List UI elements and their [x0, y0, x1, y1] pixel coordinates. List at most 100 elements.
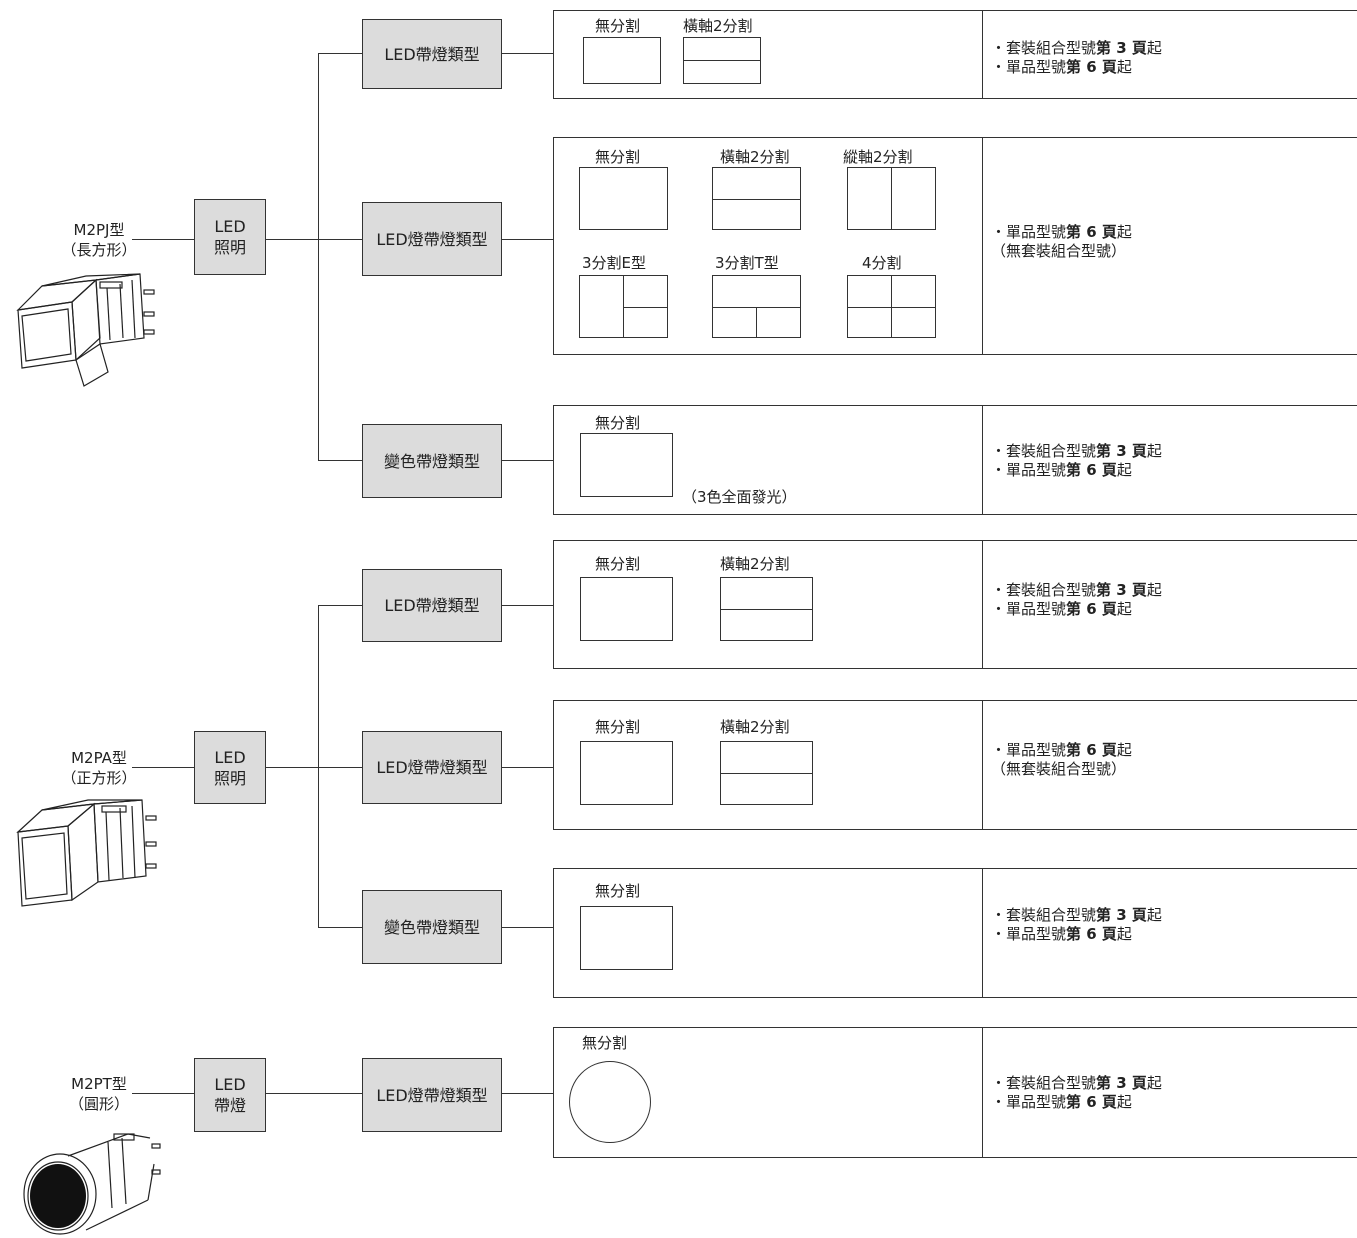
rectangular-pushbutton-switch-icon — [16, 273, 155, 387]
info-text: ・套裝組合型號第 3 頁起 ・單品型號第 6 頁起 — [991, 442, 1162, 480]
switch-shape-3-split-e — [579, 275, 668, 338]
illumination-line1: LED — [214, 747, 246, 767]
switch-caption: 無分割 — [595, 555, 641, 573]
info-line: ・套裝組合型號第 3 頁起 — [991, 442, 1162, 460]
panel-divider — [982, 701, 983, 829]
info-line: ・套裝組合型號第 3 頁起 — [991, 906, 1162, 924]
model-label-m2pt: M2PT型 （圓形） — [44, 1074, 154, 1114]
variant-panel: 無分割 橫軸2分割 縱軸2分割 3分割E型 3分割T型 4分割 ・單品型號第 6… — [553, 137, 1357, 355]
info-line: ・單品型號第 6 頁起 — [991, 925, 1132, 943]
connector-line — [502, 605, 553, 606]
switch-caption: 橫軸2分割 — [683, 17, 753, 35]
type-label: LED燈帶燈類型 — [376, 758, 488, 777]
round-pushbutton-switch-icon — [23, 1133, 161, 1235]
switch-shape-whole — [580, 433, 673, 497]
connector-line — [502, 239, 553, 240]
type-label: LED帶燈類型 — [384, 44, 480, 64]
panel-divider — [982, 869, 983, 997]
info-line: ・套裝組合型號第 3 頁起 — [991, 1074, 1162, 1092]
switch-shape-horizontal-2 — [720, 577, 813, 641]
info-line: （無套裝組合型號） — [991, 242, 1127, 260]
connector-line — [266, 239, 362, 240]
type-label: 變色帶燈類型 — [383, 917, 480, 937]
connector-line — [266, 767, 362, 768]
switch-caption: 無分割 — [595, 882, 641, 900]
info-text: ・套裝組合型號第 3 頁起 ・單品型號第 6 頁起 — [991, 39, 1162, 77]
info-text: ・單品型號第 6 頁起 （無套裝組合型號） — [991, 741, 1132, 779]
connector-line — [502, 460, 553, 461]
switch-caption: 橫軸2分割 — [720, 148, 790, 166]
model-name: M2PJ型 — [73, 221, 125, 239]
connector-line — [318, 53, 362, 54]
switch-shape-3-split-t — [712, 275, 801, 338]
switch-shape-whole — [580, 906, 673, 970]
connector-line — [132, 1093, 194, 1094]
illumination-line1: LED — [214, 1075, 246, 1094]
type-label: 變色帶燈類型 — [383, 451, 480, 471]
info-line: ・單品型號第 6 頁起 — [991, 741, 1132, 759]
switch-caption: 3分割E型 — [582, 254, 647, 272]
variant-panel: 無分割 橫軸2分割 ・單品型號第 6 頁起 （無套裝組合型號） — [553, 700, 1357, 830]
info-line: ・套裝組合型號第 3 頁起 — [991, 39, 1162, 57]
connector-line — [132, 767, 194, 768]
switch-caption: 3分割T型 — [715, 254, 779, 272]
switch-caption: 無分割 — [595, 148, 641, 166]
illumination-box-pt: LED 帶燈 — [194, 1058, 266, 1132]
connector-line — [318, 53, 319, 461]
switch-shape-horizontal-2 — [683, 37, 761, 84]
panel-divider — [982, 1028, 983, 1157]
connector-line — [502, 1093, 553, 1094]
connector-line — [502, 767, 553, 768]
info-text: ・單品型號第 6 頁起 （無套裝組合型號） — [991, 223, 1132, 261]
connector-line — [318, 927, 362, 928]
switch-caption: 無分割 — [595, 414, 641, 432]
switch-caption: 橫軸2分割 — [720, 718, 790, 736]
variant-panel: 無分割 ・套裝組合型號第 3 頁起 ・單品型號第 6 頁起 — [553, 868, 1357, 998]
variant-panel: 無分割 （3色全面發光） ・套裝組合型號第 3 頁起 ・單品型號第 6 頁起 — [553, 405, 1357, 515]
switch-caption: 4分割 — [862, 254, 902, 272]
switch-caption: 縱軸2分割 — [843, 148, 913, 166]
type-box: 變色帶燈類型 — [362, 424, 502, 498]
connector-line — [318, 605, 362, 606]
illumination-line2: 照明 — [213, 238, 246, 257]
switch-caption: 無分割 — [582, 1034, 628, 1052]
info-text: ・套裝組合型號第 3 頁起 ・單品型號第 6 頁起 — [991, 906, 1162, 944]
info-line: ・單品型號第 6 頁起 — [991, 223, 1132, 241]
type-label: LED帶燈類型 — [384, 596, 480, 615]
info-line: ・套裝組合型號第 3 頁起 — [991, 581, 1162, 599]
switch-shape-whole — [580, 741, 673, 805]
model-name: M2PA型 — [71, 749, 127, 767]
connector-line — [132, 239, 194, 240]
type-label: LED燈帶燈類型 — [376, 229, 488, 249]
type-label: LED燈帶燈類型 — [376, 1085, 488, 1105]
illumination-line2: 照明 — [213, 768, 246, 788]
switch-caption: 無分割 — [595, 718, 641, 736]
square-pushbutton-switch-icon — [16, 799, 157, 907]
type-box: LED帶燈類型 — [362, 19, 502, 89]
connector-line — [502, 53, 553, 54]
info-line: ・單品型號第 6 頁起 — [991, 58, 1132, 76]
switch-shape-horizontal-2 — [712, 167, 801, 230]
info-line: ・單品型號第 6 頁起 — [991, 600, 1132, 618]
type-box: 變色帶燈類型 — [362, 890, 502, 964]
panel-divider — [982, 406, 983, 514]
model-label-m2pj: M2PJ型 （長方形） — [44, 220, 154, 260]
illumination-box-pa: LED 照明 — [194, 731, 266, 804]
variant-panel: 無分割 橫軸2分割 ・套裝組合型號第 3 頁起 ・單品型號第 6 頁起 — [553, 10, 1357, 99]
connector-line — [318, 460, 362, 461]
illumination-line2: 帶燈 — [213, 1096, 246, 1115]
variant-panel: 無分割 橫軸2分割 ・套裝組合型號第 3 頁起 ・單品型號第 6 頁起 — [553, 540, 1357, 669]
connector-line — [266, 1093, 362, 1094]
switch-caption: 橫軸2分割 — [720, 555, 790, 573]
switch-caption: 無分割 — [595, 17, 641, 35]
type-box: LED燈帶燈類型 — [362, 731, 502, 804]
connector-line — [318, 605, 319, 928]
model-shape: （長方形） — [61, 241, 137, 259]
illumination-box-pj: LED 照明 — [194, 199, 266, 275]
switch-shape-horizontal-2 — [720, 741, 813, 805]
info-text: ・套裝組合型號第 3 頁起 ・單品型號第 6 頁起 — [991, 1074, 1162, 1112]
color-note: （3色全面發光） — [682, 488, 797, 506]
switch-shape-whole — [579, 167, 668, 230]
type-box: LED帶燈類型 — [362, 569, 502, 642]
type-box: LED燈帶燈類型 — [362, 202, 502, 276]
